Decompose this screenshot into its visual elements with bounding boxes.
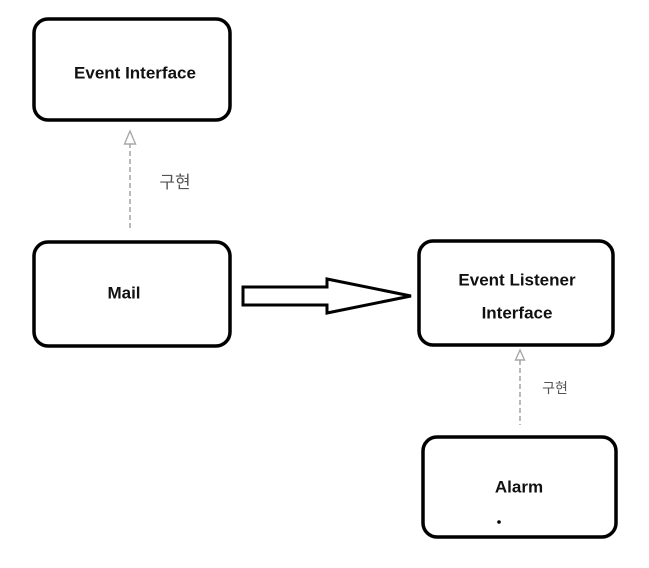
event-listener-interface-node: Event Listener Interface bbox=[417, 239, 615, 347]
mail-label: Mail bbox=[107, 283, 140, 302]
mail-implements-edge: 구현 bbox=[123, 129, 191, 229]
event-listener-interface-label-line1: Event Listener bbox=[458, 270, 576, 289]
event-interface-box bbox=[32, 17, 232, 122]
mail-implements-label: 구현 bbox=[159, 173, 190, 193]
stray-dot bbox=[497, 520, 501, 524]
realization-arrowhead-icon bbox=[514, 348, 526, 361]
event-interface-node: Event Interface bbox=[32, 17, 232, 122]
alarm-implements-label: 구현 bbox=[542, 381, 568, 397]
event-interface-label: Event Interface bbox=[74, 63, 196, 82]
mail-box bbox=[32, 240, 232, 348]
association-arrow-icon bbox=[241, 277, 412, 315]
alarm-label: Alarm bbox=[495, 477, 543, 496]
alarm-node: Alarm bbox=[421, 435, 618, 539]
event-listener-interface-box bbox=[417, 239, 615, 347]
event-listener-interface-label-line2: Interface bbox=[482, 303, 553, 322]
realization-arrowhead-icon bbox=[123, 129, 137, 145]
alarm-implements-edge: 구현 bbox=[514, 348, 568, 425]
alarm-box bbox=[421, 435, 618, 539]
mail-node: Mail bbox=[32, 240, 232, 348]
